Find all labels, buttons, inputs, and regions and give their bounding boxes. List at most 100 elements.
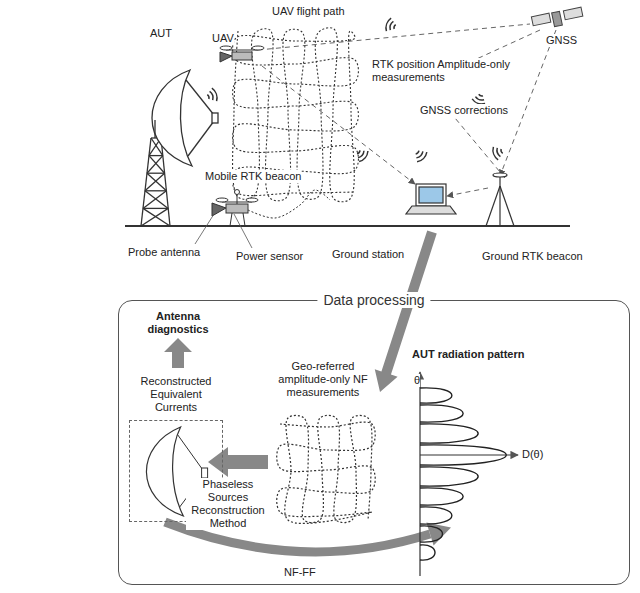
method-label: Phaseless Sources Reconstruction Method (186, 478, 270, 530)
signal-waves (416, 151, 422, 157)
signal-waves (475, 97, 484, 100)
dashed-link (258, 24, 556, 196)
uav (232, 52, 252, 60)
tower (147, 173, 165, 174)
signal-waves (358, 151, 364, 158)
mobile-beacon (230, 213, 232, 226)
signal-waves (210, 91, 213, 100)
mobile-beacon (235, 190, 240, 195)
signal-waves (359, 151, 368, 162)
signal-waves (212, 88, 217, 101)
axis-label: θ (414, 374, 420, 387)
signal-waves (416, 151, 419, 154)
dashed-link (450, 112, 505, 178)
tower (147, 173, 166, 191)
station-label: Ground station (332, 248, 404, 261)
aut-reflector (152, 70, 192, 166)
signal-waves (207, 95, 209, 99)
ground-line (125, 225, 570, 227)
flight-path (248, 190, 330, 218)
tower (147, 156, 163, 174)
signal-waves (394, 25, 396, 29)
tower (143, 208, 170, 226)
antenna-label: AUT (150, 27, 172, 40)
gnss-satellite (531, 7, 582, 26)
signal-waves (357, 150, 360, 154)
path-label: UAV flight path (272, 5, 345, 18)
ground-rtk-tripod (486, 173, 514, 226)
flow-arrow (164, 338, 192, 368)
tower (145, 190, 166, 191)
radiation-lobe (420, 467, 478, 486)
signal-waves (390, 21, 393, 30)
mobile-beacon (237, 194, 238, 204)
ground-station-laptop (406, 184, 456, 214)
processing-panel: Data processingReconstructed Equivalent … (118, 300, 630, 585)
tower (145, 191, 168, 209)
gnss-satellite (563, 7, 582, 20)
tower (145, 173, 165, 191)
link-label: RTK position Amplitude-only measurements (372, 58, 522, 84)
radiation-lobe (420, 388, 452, 403)
tower (141, 208, 168, 226)
axis-label: D(θ) (522, 448, 543, 461)
ground-station-laptop (406, 206, 456, 214)
uav-label: UAV (212, 32, 234, 45)
mobile-beacon (246, 198, 258, 202)
pattern-axes (420, 454, 518, 455)
leader-line (234, 214, 252, 248)
signal-waves (417, 152, 427, 162)
tower (149, 155, 163, 156)
data-label: Geo-referred amplitude-only NF measureme… (275, 360, 371, 399)
mobile-beacon (243, 213, 245, 226)
satellite-label: GNSS (546, 34, 577, 47)
tower (143, 191, 166, 209)
aut-reflector (154, 120, 155, 138)
beacon-label: Mobile RTK beacon (205, 170, 301, 183)
uav (252, 46, 264, 50)
pattern-axes (420, 372, 518, 576)
dashed-link (500, 30, 556, 176)
leader-line (195, 214, 252, 248)
ground-station-laptop (419, 187, 443, 203)
sensor-label: Power sensor (236, 250, 303, 263)
tower (143, 208, 168, 209)
mobile-beacon (212, 190, 258, 227)
flow-arrow (208, 447, 268, 477)
ground-rtk-tripod (493, 173, 507, 177)
link-label: GNSS corrections (420, 104, 508, 117)
radiation-lobe (420, 545, 435, 560)
beacon-label: Ground RTK beacon (482, 250, 583, 263)
output-label: Antenna diagnostics (128, 310, 228, 336)
radiation-lobe (420, 388, 506, 560)
uav (220, 46, 232, 50)
uav (220, 52, 232, 62)
signal-waves (207, 18, 502, 162)
ground-station-laptop (416, 184, 446, 206)
aut-reflector (188, 121, 214, 156)
signal-waves (501, 149, 503, 153)
radiation-lobe (420, 488, 463, 505)
box-heading: Reconstructed Equivalent Currents (129, 375, 223, 414)
mobile-beacon (212, 203, 226, 216)
panel-heading: Data processing (317, 292, 430, 308)
signal-waves (497, 148, 500, 157)
tower (141, 138, 170, 226)
signal-waves (386, 18, 391, 31)
ground-rtk-tripod (499, 186, 500, 226)
radiation-lobe (420, 445, 506, 465)
aut-reflector (152, 70, 218, 166)
dashed-link (447, 188, 488, 196)
uav (220, 46, 264, 62)
tower (149, 156, 165, 174)
dashed-link (258, 24, 530, 50)
transform-label: NF-FF (284, 566, 316, 579)
aut-reflector (212, 113, 218, 123)
radiation-lobe (420, 424, 478, 443)
signal-waves (479, 94, 483, 96)
mobile-beacon (216, 198, 228, 202)
plot-title: AUT radiation pattern (412, 348, 524, 361)
gnss-satellite (552, 11, 563, 26)
gnss-satellite (531, 13, 550, 26)
ground-rtk-tripod (500, 186, 514, 226)
